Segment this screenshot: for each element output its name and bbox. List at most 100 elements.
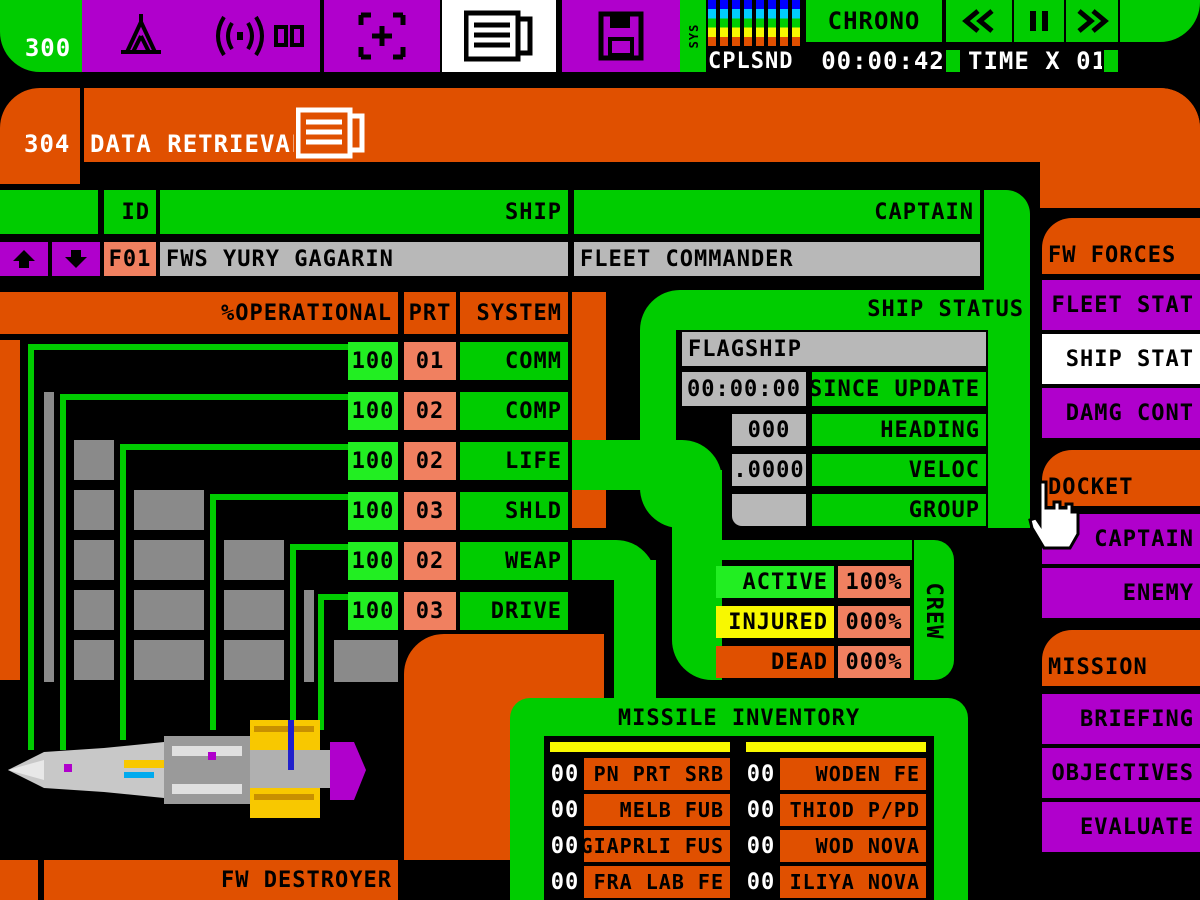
missile-count: 00 [746,869,776,895]
ship-role-value: FLAGSHIP [682,332,986,366]
objectives-button[interactable]: OBJECTIVES [1042,748,1200,798]
panel-number: 304 [24,130,71,158]
leader-line-6v [318,594,324,730]
pause-button[interactable] [1014,0,1064,42]
fast-forward-button[interactable] [1066,0,1118,42]
system-name: COMP [460,392,568,430]
system-prt-value: 02 [404,392,456,430]
ship-column-header: SHIP [160,190,568,234]
navigation-icon [121,14,161,54]
system-column-header: SYSTEM [460,292,568,334]
missile-name: WODEN FE [780,758,926,790]
ship-id-value: F01 [104,242,156,276]
rewind-icon [962,9,994,33]
systems-right-rail [572,292,606,528]
missile-count: 00 [746,797,776,823]
enemy-button[interactable]: ENEMY [1042,568,1200,618]
missile-count: 00 [550,761,580,787]
chrono-end-cap [1120,0,1200,42]
system-prt-value: 03 [404,492,456,530]
crew-label: CREW [921,582,947,640]
fleet-stat-button[interactable]: FLEET STAT [1042,280,1200,330]
group-label: GROUP [812,494,986,526]
data-retrieval-button[interactable] [442,0,556,72]
grey-bar-3 [134,490,204,682]
previous-ship-button[interactable] [0,242,48,276]
lower-left-frame [0,860,38,900]
missile-name: FRA LAB FE [584,866,730,898]
ship-name-value: FWS YURY GAGARIN [160,242,568,276]
operational-column-header: %OPERATIONAL [0,292,398,334]
system-operational-value: 100 [348,492,398,530]
captain-value: FLEET COMMANDER [574,242,980,276]
sound-level-meter [708,0,800,46]
missile-inventory-title: MISSILE INVENTORY [617,705,861,731]
missile-count: 00 [550,869,580,895]
missile-name: PN PRT SRB [584,758,730,790]
grey-bar-1 [44,392,54,682]
system-name: LIFE [460,442,568,480]
panel-title: DATA RETRIEVAL [90,130,294,158]
ship-stat-button[interactable]: SHIP STAT [1042,334,1200,384]
leader-line-5 [290,544,348,550]
system-operational-value: 100 [348,592,398,630]
system-name: WEAP [460,542,568,580]
rewind-button[interactable] [946,0,1012,42]
fast-forward-icon [1077,9,1109,33]
leader-line-5v [290,544,296,730]
missile-name: WOD NOVA [780,830,926,862]
missile-count: 00 [746,833,776,859]
system-prt-value: 02 [404,542,456,580]
leader-line-2v [60,394,66,750]
arrow-up-icon [13,250,35,268]
crew-dead-value: 000% [838,646,910,678]
grey-bar-6 [334,640,398,682]
veloc-value: .0000 [732,454,806,486]
life-connector-down [672,470,722,680]
system-prt-value: 01 [404,342,456,380]
system-name: COMM [460,342,568,380]
since-update-value: 00:00:00 [682,372,806,406]
navigation-button[interactable] [82,0,200,72]
leader-line-4 [210,494,348,500]
missile-name: MELB FUB [584,794,730,826]
sys-tab [680,0,706,72]
systems-left-rail [0,340,20,680]
panel-frame-left [0,88,80,184]
system-name: DRIVE [460,592,568,630]
system-prt-value: 03 [404,592,456,630]
grey-bar-5 [304,590,314,682]
damg-cont-button[interactable]: DAMG CONT [1042,388,1200,438]
docket-heading: DOCKET [1042,450,1200,506]
weap-connector-down [614,560,656,700]
leader-line-2 [60,394,348,400]
system-prt-value: 02 [404,442,456,480]
missile-name: ILIYA NOVA [780,866,926,898]
ship-header-right-cap [984,190,1030,290]
missile-right-divider [746,742,926,752]
evaluate-button[interactable]: EVALUATE [1042,802,1200,852]
ship-table-header-blank [0,190,98,234]
chrono-time: 00:00:42 [822,46,944,76]
missile-left-divider [550,742,730,752]
system-operational-value: 100 [348,442,398,480]
communication-button[interactable] [200,0,320,72]
missile-count: 00 [550,833,580,859]
time-multiplier: TIME X 01 [968,47,1102,75]
crew-frame [914,540,954,680]
ship-status-right-bar [992,330,1026,528]
ship-status-title: SHIP STATUS [867,296,1024,322]
missile-count: 00 [550,797,580,823]
disk-icon [598,11,644,61]
fw-forces-heading: FW FORCES [1042,218,1200,274]
panel-frame-top [84,88,1200,162]
prt-column-header: PRT [404,292,456,334]
disk-button[interactable] [562,0,680,72]
data-retrieval-title-icon [296,107,365,159]
id-column-header: ID [104,190,156,234]
briefing-button[interactable]: BRIEFING [1042,694,1200,744]
crew-active-label: ACTIVE [716,566,834,598]
ship-sprite [8,720,366,818]
next-ship-button[interactable] [52,242,100,276]
targeting-button[interactable] [324,0,440,72]
